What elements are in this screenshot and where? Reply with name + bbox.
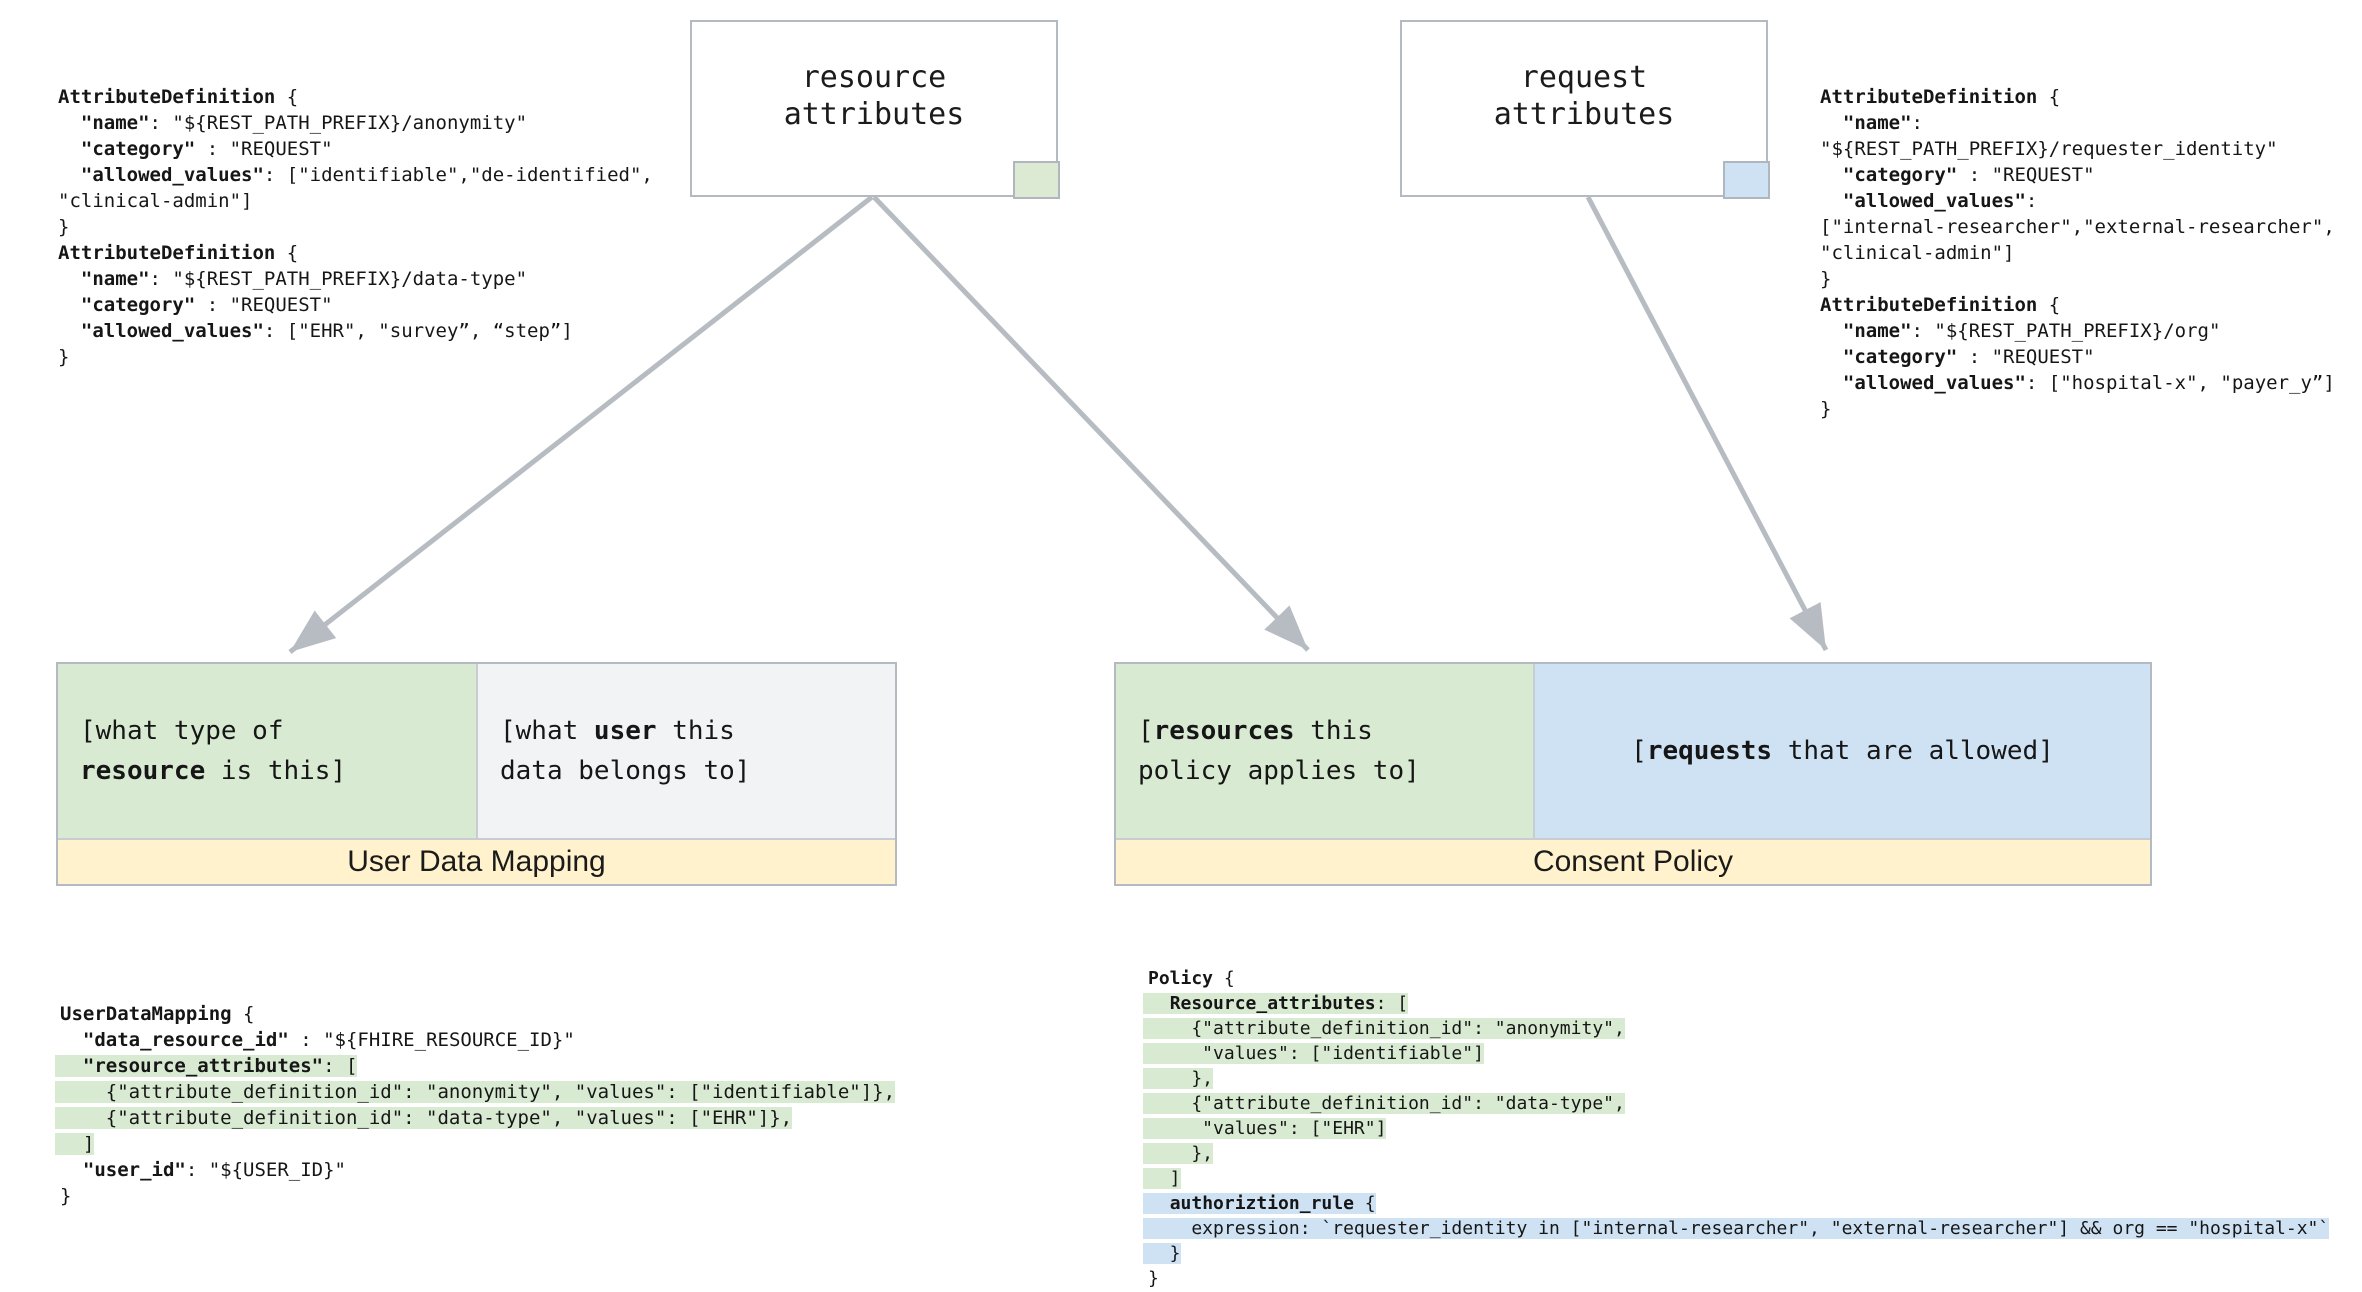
request-attribute-definitions-code: AttributeDefinition { "name":"${REST_PAT… bbox=[1820, 86, 2335, 420]
resource-attribute-definitions-code: AttributeDefinition { "name": "${REST_PA… bbox=[58, 86, 653, 368]
request-attributes-box: request attributes bbox=[1400, 20, 1770, 199]
user-data-mapping-example-code: UserDataMapping { "data_resource_id" : "… bbox=[55, 1001, 896, 1209]
consent-policy-title-band: Consent Policy bbox=[1116, 838, 2150, 884]
request-blue-swatch-icon bbox=[1723, 161, 1770, 199]
udm-title: User Data Mapping bbox=[347, 845, 606, 878]
request-attributes-label-line2: attributes bbox=[1493, 96, 1675, 132]
request-attributes-label-line1: request bbox=[1520, 59, 1648, 95]
resource-attributes-box: resource attributes bbox=[690, 20, 1060, 199]
resource-green-swatch-icon bbox=[1013, 161, 1060, 199]
resource-attributes-label-line2: attributes bbox=[783, 96, 965, 132]
consent-policy-title: Consent Policy bbox=[1532, 845, 1734, 878]
resource-attributes-label-line1: resource bbox=[801, 59, 947, 95]
arrow-resource-to-policy bbox=[872, 195, 1310, 652]
arrow-request-to-policy bbox=[1585, 195, 1829, 652]
udm-title-band: User Data Mapping bbox=[58, 838, 895, 884]
policy-requests-cell: [requests that are allowed] bbox=[1535, 664, 2150, 838]
policy-example-code: Policy { Resource_attributes: [ {"attrib… bbox=[1143, 966, 2330, 1291]
